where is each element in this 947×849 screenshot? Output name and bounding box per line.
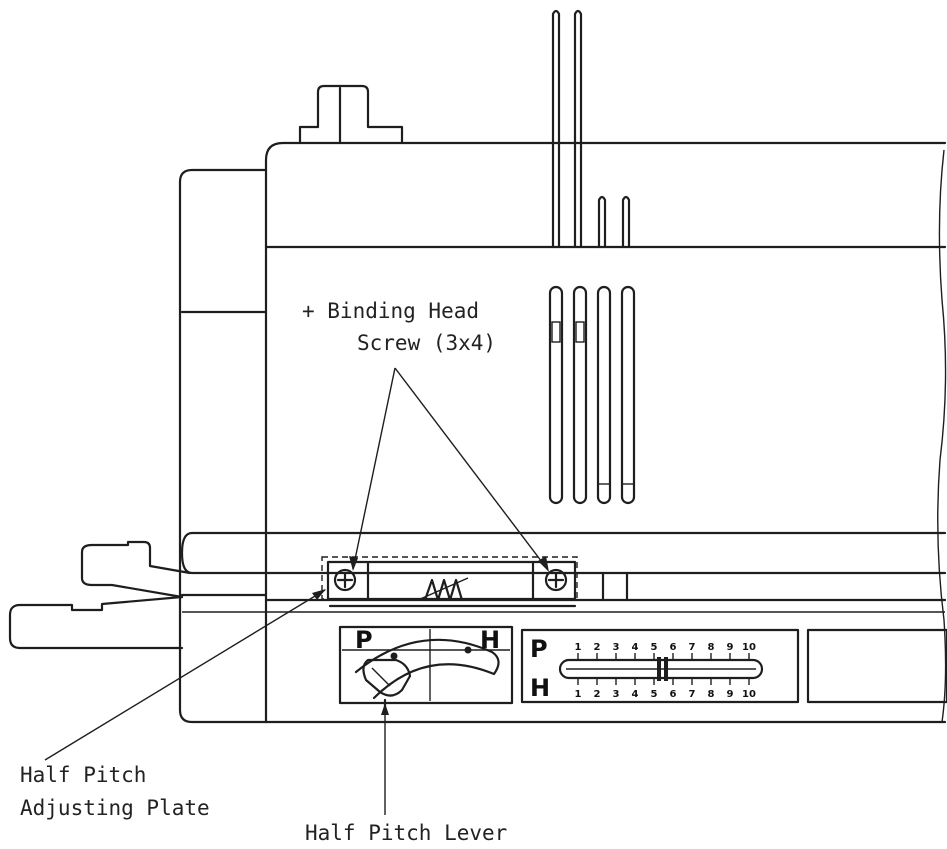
right-info-panel	[806, 628, 947, 704]
h-scale-tick-label: 9	[727, 689, 734, 700]
p-scale-tick-label: 9	[727, 642, 734, 653]
top-knob	[298, 84, 404, 145]
p-scale-tick-label: 4	[632, 642, 639, 653]
h-scale-tick-label: 4	[632, 689, 639, 700]
h-scale-tick-label: 3	[613, 689, 620, 700]
h-scale-tick-label: 5	[651, 689, 658, 700]
half-pitch-lever[interactable]	[362, 658, 412, 709]
h-scale-tick-label: 6	[670, 689, 677, 700]
dial-p-label: P	[355, 626, 373, 654]
carriage-handle	[8, 540, 192, 650]
binding-head-screw-left	[333, 568, 357, 592]
p-scale-tick-label: 1	[575, 642, 582, 653]
h-scale-tick-label: 2	[594, 689, 601, 700]
binding-head-screw-right	[544, 568, 568, 592]
h-scale-tick-label: 8	[708, 689, 715, 700]
left-side-panel	[178, 168, 268, 724]
p-scale-tick-label: 10	[742, 642, 756, 653]
h-scale-tick-label: 7	[689, 689, 696, 700]
screw-label-line2: Screw (3x4)	[357, 331, 496, 355]
half-pitch-adjusting-plate	[321, 556, 578, 608]
pitch-scale-panel: P H 1 2 3 4 5 6 7 8 9 10 1 2 3 4 5 6 7 8 9 10	[520, 628, 800, 704]
screw-label-line1: + Binding Head	[302, 299, 479, 323]
scale-p-letter: P	[530, 635, 548, 663]
p-scale-tick-label: 7	[689, 642, 696, 653]
scale-h-letter: H	[530, 674, 550, 702]
h-scale-tick-label: 10	[742, 689, 756, 700]
lever-label: Half Pitch Lever	[305, 821, 507, 845]
thread-rods	[551, 9, 631, 249]
p-scale-tick-label: 2	[594, 642, 601, 653]
plate-label-line2: Adjusting Plate	[20, 796, 210, 820]
vertical-slots	[548, 285, 636, 505]
p-scale-tick-label: 8	[708, 642, 715, 653]
p-scale-tick-label: 6	[670, 642, 677, 653]
p-scale-tick-label: 5	[651, 642, 658, 653]
p-scale-tick-label: 3	[613, 642, 620, 653]
half-pitch-lever-panel: P H	[338, 625, 514, 705]
h-scale-tick-label: 1	[575, 689, 582, 700]
plate-label-line1: Half Pitch	[20, 763, 146, 787]
front-rail	[180, 531, 947, 602]
callout-leaders	[44, 367, 549, 815]
dial-h-label: H	[480, 626, 500, 654]
